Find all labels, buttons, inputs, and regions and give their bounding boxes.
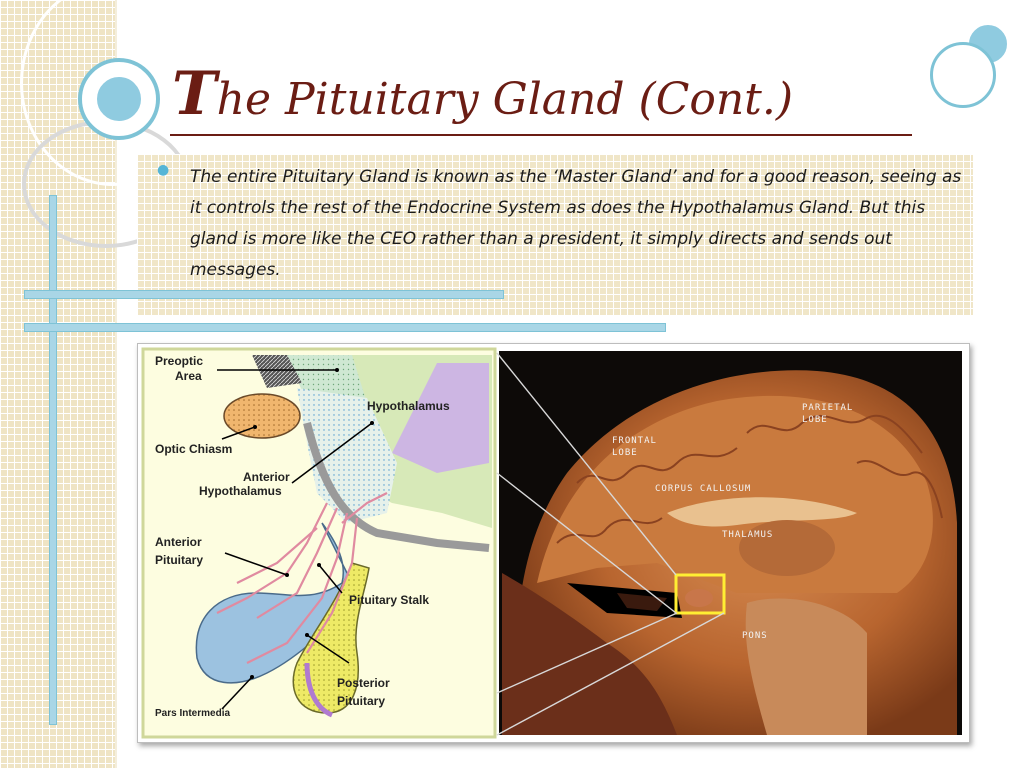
title-underline	[170, 134, 912, 136]
slide-title: The Pituitary Gland (Cont.)	[172, 52, 793, 136]
pituitary-figure: Preoptic Area Hypothalamus Optic Chiasm …	[141, 347, 962, 739]
label-parietal-lobe: LOBE	[802, 415, 828, 425]
brain-section-image: PARIETAL LOBE FRONTAL LOBE CORPUS CALLOS…	[499, 351, 962, 735]
decorative-vertical-bar	[49, 195, 57, 725]
label-frontal: FRONTAL	[612, 436, 657, 446]
label-parietal: PARIETAL	[802, 403, 853, 413]
bullet-text: The entire Pituitary Gland is known as t…	[190, 167, 962, 280]
pituitary-highlight-box	[674, 573, 726, 615]
label-preoptic: Preoptic	[155, 354, 203, 368]
label-frontal-lobe: LOBE	[612, 448, 638, 458]
decorative-circle-ring	[930, 42, 996, 108]
content-box	[137, 154, 973, 316]
label-pars-intermedia: Pars Intermedia	[155, 708, 230, 719]
label-area: Area	[175, 369, 202, 383]
label-posterior-pituitary-1: Posterior	[337, 676, 390, 690]
label-pituitary-stalk: Pituitary Stalk	[349, 593, 429, 607]
label-optic-chiasm: Optic Chiasm	[155, 442, 232, 456]
label-pons: PONS	[742, 631, 768, 641]
label-thalamus: THALAMUS	[722, 530, 773, 540]
decorative-horizontal-bar	[24, 323, 666, 332]
bullet-icon: ●	[157, 162, 170, 178]
label-anterior-pituitary-2: Pituitary	[155, 553, 203, 567]
label-anterior-pituitary-1: Anterior	[155, 535, 202, 549]
label-posterior-pituitary-2: Pituitary	[337, 694, 385, 708]
connector-lines	[496, 352, 725, 736]
label-anterior-hypothalamus-1: Anterior	[243, 470, 290, 484]
pituitary-diagram: Preoptic Area Hypothalamus Optic Chiasm …	[141, 347, 497, 739]
label-hypothalamus: Hypothalamus	[367, 399, 450, 413]
decorative-circle-fill	[94, 74, 144, 124]
title-initial: T	[172, 59, 217, 129]
decorative-horizontal-bar	[24, 290, 504, 299]
title-rest: he Pituitary Gland (Cont.)	[216, 74, 794, 125]
label-corpus-callosum: CORPUS CALLOSUM	[655, 484, 751, 494]
label-anterior-hypothalamus-2: Hypothalamus	[199, 484, 282, 498]
